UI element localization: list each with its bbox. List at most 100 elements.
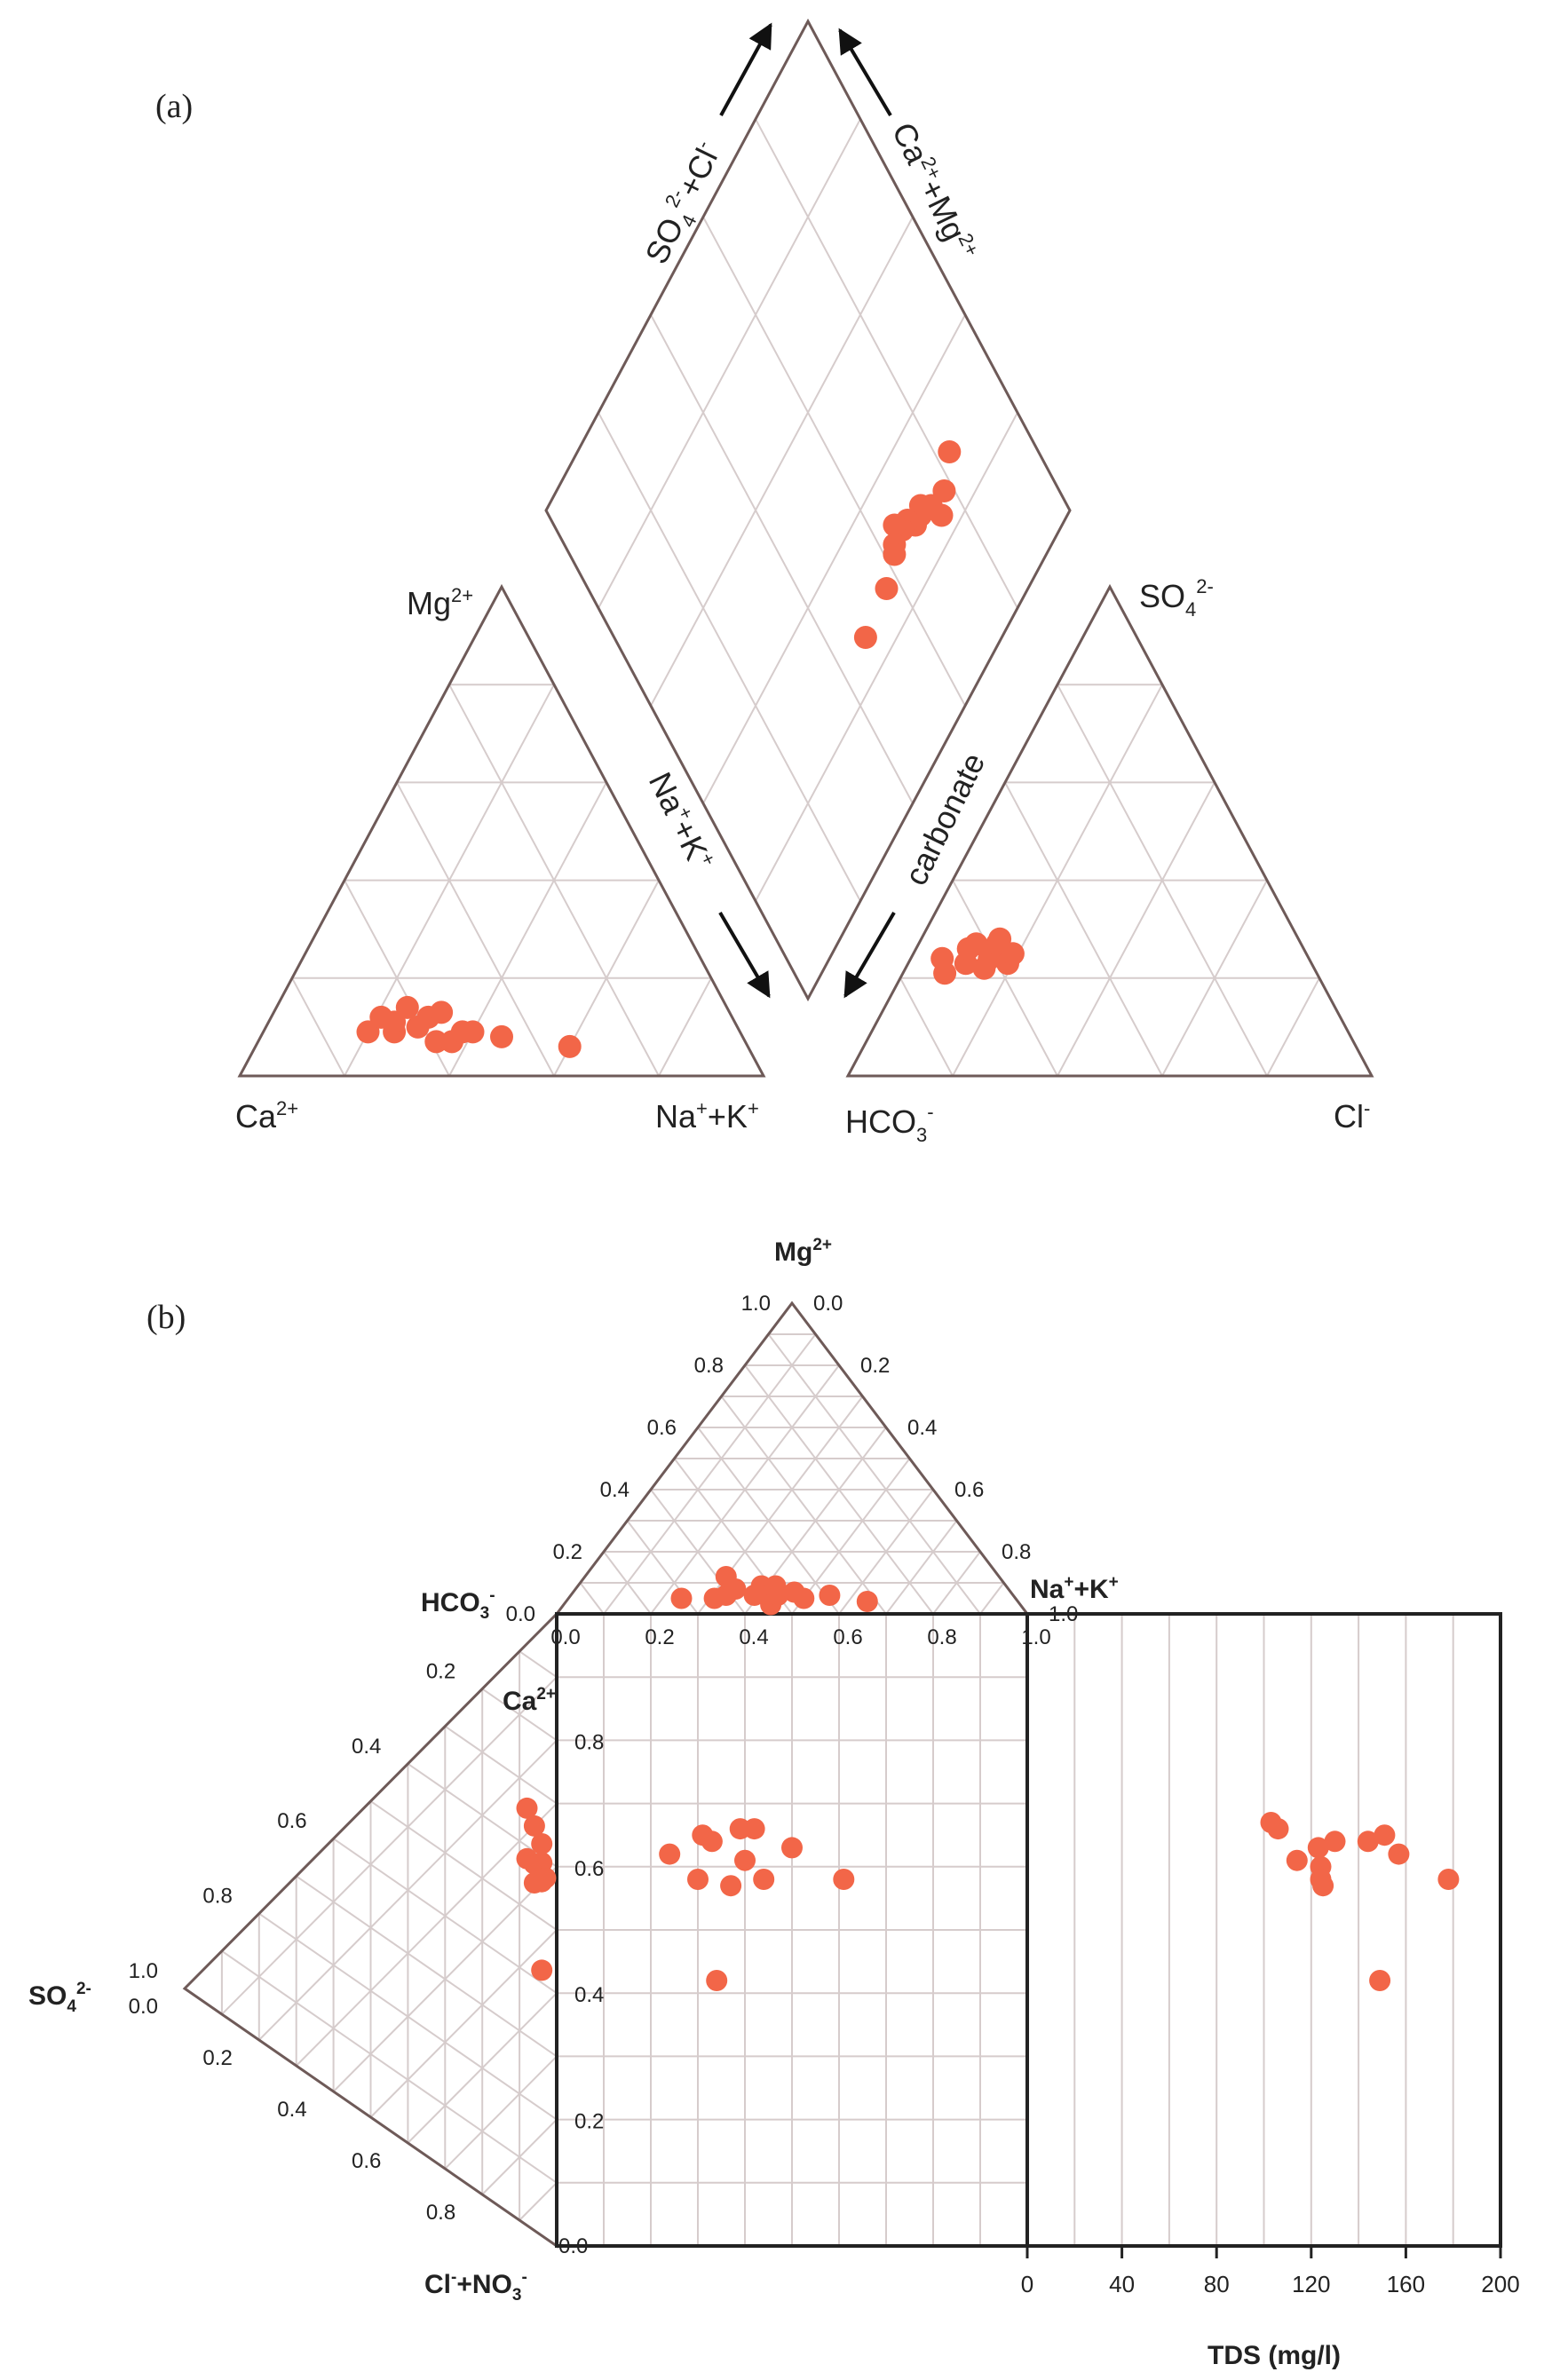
b-left-triangle-point xyxy=(523,1872,545,1894)
a-diamond-point xyxy=(883,542,907,566)
b-tds-x-tick: 200 xyxy=(1481,2271,1519,2297)
panel-b-label: (b) xyxy=(146,1299,186,1336)
b-square-point xyxy=(833,1869,855,1890)
b-square-y-tick: 0.0 xyxy=(558,2234,588,2258)
a-cation-grid-line xyxy=(448,684,660,1077)
a-anion-point xyxy=(930,946,954,970)
a-diamond-point xyxy=(930,503,954,527)
b-top-left-tick: 0.4 xyxy=(600,1478,630,1502)
b-tds-point xyxy=(1437,1869,1460,1890)
b-left-grid-line xyxy=(519,1650,558,1679)
a-cation-point xyxy=(461,1020,485,1044)
b-left-lower-tick: 0.8 xyxy=(426,2201,455,2225)
a-cation-point xyxy=(490,1024,513,1048)
a-cation-grid-line xyxy=(396,781,555,1077)
b-top-left-tick: 0.6 xyxy=(647,1416,677,1440)
a-anion-point xyxy=(964,932,988,956)
b-top-right-tick: 0.2 xyxy=(860,1354,890,1378)
b-top-triangle-point xyxy=(856,1591,878,1612)
a-anion-point xyxy=(988,927,1012,951)
b-top-left-tick: 0.8 xyxy=(694,1354,724,1378)
b-square-x-tick: 0.6 xyxy=(833,1625,862,1649)
b-left-grid-line xyxy=(221,1949,558,2184)
a-diamond xyxy=(544,18,1072,1002)
b-tds-point xyxy=(1312,1875,1334,1897)
a-arrow-carbonate xyxy=(843,911,896,999)
a-anion-grid-line xyxy=(1266,977,1320,1077)
b-left-triangle-point xyxy=(516,1847,538,1870)
panel-a-points xyxy=(356,440,1025,1058)
b-tds-axis-label: TDS (mg/l) xyxy=(1208,2341,1341,2370)
b-square-x-tick: 0.8 xyxy=(927,1625,956,1649)
a-anion-grid-line xyxy=(1057,781,1215,1077)
b-left-lower-tick: 0.0 xyxy=(129,1995,158,2019)
b-top-triangle-point xyxy=(819,1585,841,1606)
b-tds-point xyxy=(1324,1830,1346,1853)
a-diamond-point xyxy=(853,626,877,649)
b-square-point xyxy=(706,1970,728,1991)
a-cation-grid-line xyxy=(658,977,712,1077)
a-anion-grid-line xyxy=(952,684,1163,1077)
b-tds-x-tick: 160 xyxy=(1387,2271,1425,2297)
a-cl-label: Cl- xyxy=(1334,1097,1370,1135)
b-square-point xyxy=(687,1869,709,1890)
b-top-left-tick: 0.2 xyxy=(553,1540,582,1564)
a-ca-label: Ca2+ xyxy=(235,1097,298,1135)
b-tds-point xyxy=(1357,1830,1379,1853)
panel-a-piper-diagram: (a) Mg2+ Ca2+ Na++K+ SO42- HCO3- Cl- SO4… xyxy=(155,18,1374,1146)
a-anion-grid-line xyxy=(1057,684,1268,1077)
a-diamond-point xyxy=(883,513,907,537)
panel-a-label: (a) xyxy=(155,88,193,125)
panel-b-frames xyxy=(182,1301,1502,2249)
b-top-grid-line xyxy=(885,1520,958,1615)
a-diamond-grid-line xyxy=(650,314,914,804)
b-top-grid-line xyxy=(791,1458,911,1615)
b-top-right-tick: 1.0 xyxy=(1049,1602,1078,1626)
a-nak-label: Na++K+ xyxy=(655,1097,759,1135)
b-clno3-label: Cl-+NO3- xyxy=(424,2268,527,2305)
b-left-grid-line xyxy=(444,1725,558,1805)
b-square-point xyxy=(720,1875,742,1897)
b-left-lower-tick: 0.4 xyxy=(277,2098,306,2122)
b-square-point xyxy=(743,1818,765,1840)
b-square-y-tick: 0.2 xyxy=(574,2110,604,2134)
b-square-point xyxy=(701,1830,723,1853)
a-so4-label: SO42- xyxy=(1139,575,1214,621)
b-ca-label: Ca2+ xyxy=(503,1685,556,1716)
b-square-y-tick: 0.8 xyxy=(574,1730,604,1754)
b-tds-point xyxy=(1374,1824,1396,1846)
b-tds-x-tick: 80 xyxy=(1204,2271,1230,2297)
b-left-lower-tick: 0.6 xyxy=(352,2149,381,2173)
b-left-upper-tick: 0.6 xyxy=(277,1809,306,1833)
a-diamond-grid-line xyxy=(702,216,966,707)
b-nak-label: Na++K+ xyxy=(1030,1573,1119,1604)
b-left-triangle-point xyxy=(531,1959,553,1981)
b-square-x-tick: 0.4 xyxy=(739,1625,768,1649)
b-square-point xyxy=(781,1837,803,1859)
a-diamond-point xyxy=(938,440,962,463)
a-diamond-grid-line xyxy=(598,412,861,902)
b-square-y-tick: 0.4 xyxy=(574,1983,604,2007)
b-tds-x-tick: 0 xyxy=(1021,2271,1033,2297)
b-tds-point xyxy=(1388,1843,1410,1865)
b-square-y-tick: 0.6 xyxy=(574,1857,604,1881)
b-tds-x-tick: 40 xyxy=(1109,2271,1135,2297)
b-top-grid-line xyxy=(650,1364,840,1615)
b-top-right-tick: 0.8 xyxy=(1002,1540,1031,1564)
b-left-grid-line xyxy=(444,2055,558,2170)
b-left-grid-line xyxy=(296,1875,558,2058)
a-carbonate-axis-label: carbonate xyxy=(897,747,992,891)
a-hco3-label: HCO3- xyxy=(845,1101,934,1146)
panel-a-frames xyxy=(237,18,1374,1078)
b-top-triangle-point xyxy=(793,1587,815,1609)
a-diamond-grid-line xyxy=(755,412,1018,902)
a-diamond-grid-line xyxy=(650,216,914,707)
a-anion-grid-line xyxy=(1004,781,1163,1077)
a-cation-grid-line xyxy=(291,977,345,1077)
b-tds-x-tick: 120 xyxy=(1292,2271,1330,2297)
b-top-triangle-point xyxy=(725,1578,747,1600)
b-left-grid-line xyxy=(221,1676,558,2015)
a-anion-grid-line xyxy=(899,977,954,1077)
